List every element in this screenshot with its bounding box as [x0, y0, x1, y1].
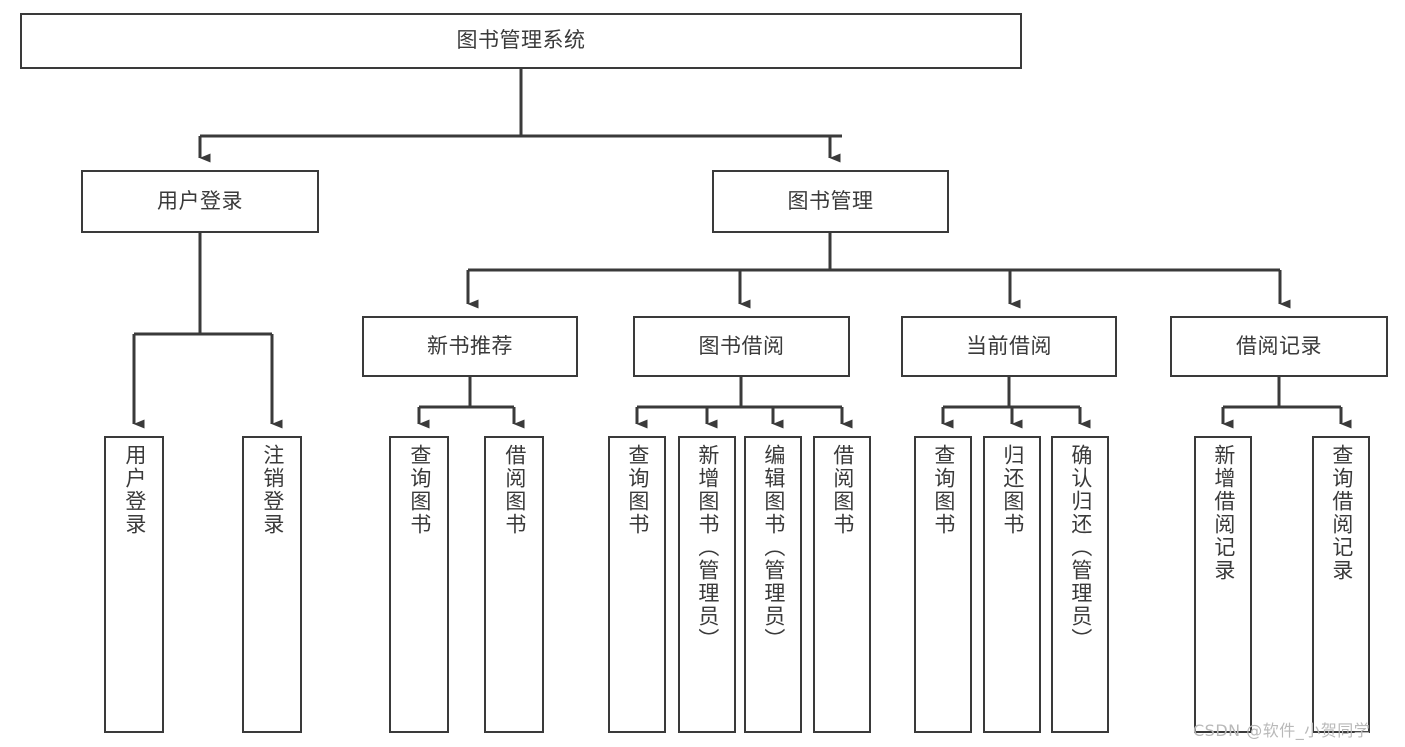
node-leaf-add-book[interactable]: 新增图书（管理员） — [678, 436, 736, 733]
node-borrow-record[interactable]: 借阅记录 — [1170, 316, 1388, 377]
node-current-borrow[interactable]: 当前借阅 — [901, 316, 1117, 377]
node-leaf-user-login-label: 用户登录 — [122, 444, 147, 536]
node-leaf-borrow-book-2-label: 借阅图书 — [830, 444, 855, 536]
node-leaf-confirm-return[interactable]: 确认归还（管理员） — [1051, 436, 1109, 733]
node-leaf-edit-book[interactable]: 编辑图书（管理员） — [744, 436, 802, 733]
node-root-label: 图书管理系统 — [456, 28, 586, 53]
node-root-book-management-system[interactable]: 图书管理系统 — [20, 13, 1022, 69]
node-leaf-logout-label: 注销登录 — [260, 444, 285, 536]
node-leaf-add-book-label: 新增图书（管理员） — [695, 444, 720, 651]
node-leaf-confirm-return-label: 确认归还（管理员） — [1068, 444, 1093, 651]
node-leaf-add-record[interactable]: 新增借阅记录 — [1194, 436, 1252, 733]
node-book-borrow-label: 图书借阅 — [698, 333, 785, 358]
node-leaf-query-record[interactable]: 查询借阅记录 — [1312, 436, 1370, 733]
node-leaf-return-book[interactable]: 归还图书 — [983, 436, 1041, 733]
node-leaf-logout[interactable]: 注销登录 — [242, 436, 302, 733]
node-current-borrow-label: 当前借阅 — [966, 333, 1052, 358]
node-leaf-query-book-2-label: 查询图书 — [625, 444, 650, 536]
node-leaf-add-record-label: 新增借阅记录 — [1211, 444, 1236, 582]
node-book-manage[interactable]: 图书管理 — [712, 170, 949, 233]
node-leaf-query-book-2[interactable]: 查询图书 — [608, 436, 666, 733]
node-new-book-recommend[interactable]: 新书推荐 — [362, 316, 578, 377]
node-new-book-recommend-label: 新书推荐 — [427, 333, 513, 358]
node-leaf-query-record-label: 查询借阅记录 — [1329, 444, 1354, 582]
node-leaf-query-book-1[interactable]: 查询图书 — [389, 436, 449, 733]
node-leaf-borrow-book-1[interactable]: 借阅图书 — [484, 436, 544, 733]
node-leaf-user-login[interactable]: 用户登录 — [104, 436, 164, 733]
node-leaf-borrow-book-2[interactable]: 借阅图书 — [813, 436, 871, 733]
node-leaf-query-book-3-label: 查询图书 — [931, 444, 956, 536]
node-leaf-query-book-3[interactable]: 查询图书 — [914, 436, 972, 733]
csdn-watermark: CSDN @软件_小贺同学 — [1193, 721, 1371, 740]
node-leaf-query-book-1-label: 查询图书 — [407, 444, 432, 536]
node-user-login[interactable]: 用户登录 — [81, 170, 319, 233]
node-borrow-record-label: 借阅记录 — [1236, 333, 1322, 358]
node-book-borrow[interactable]: 图书借阅 — [633, 316, 850, 377]
node-leaf-edit-book-label: 编辑图书（管理员） — [761, 444, 786, 651]
node-leaf-borrow-book-1-label: 借阅图书 — [502, 444, 527, 536]
node-book-manage-label: 图书管理 — [787, 188, 874, 213]
node-leaf-return-book-label: 归还图书 — [1000, 444, 1025, 536]
node-user-login-label: 用户登录 — [157, 188, 243, 213]
